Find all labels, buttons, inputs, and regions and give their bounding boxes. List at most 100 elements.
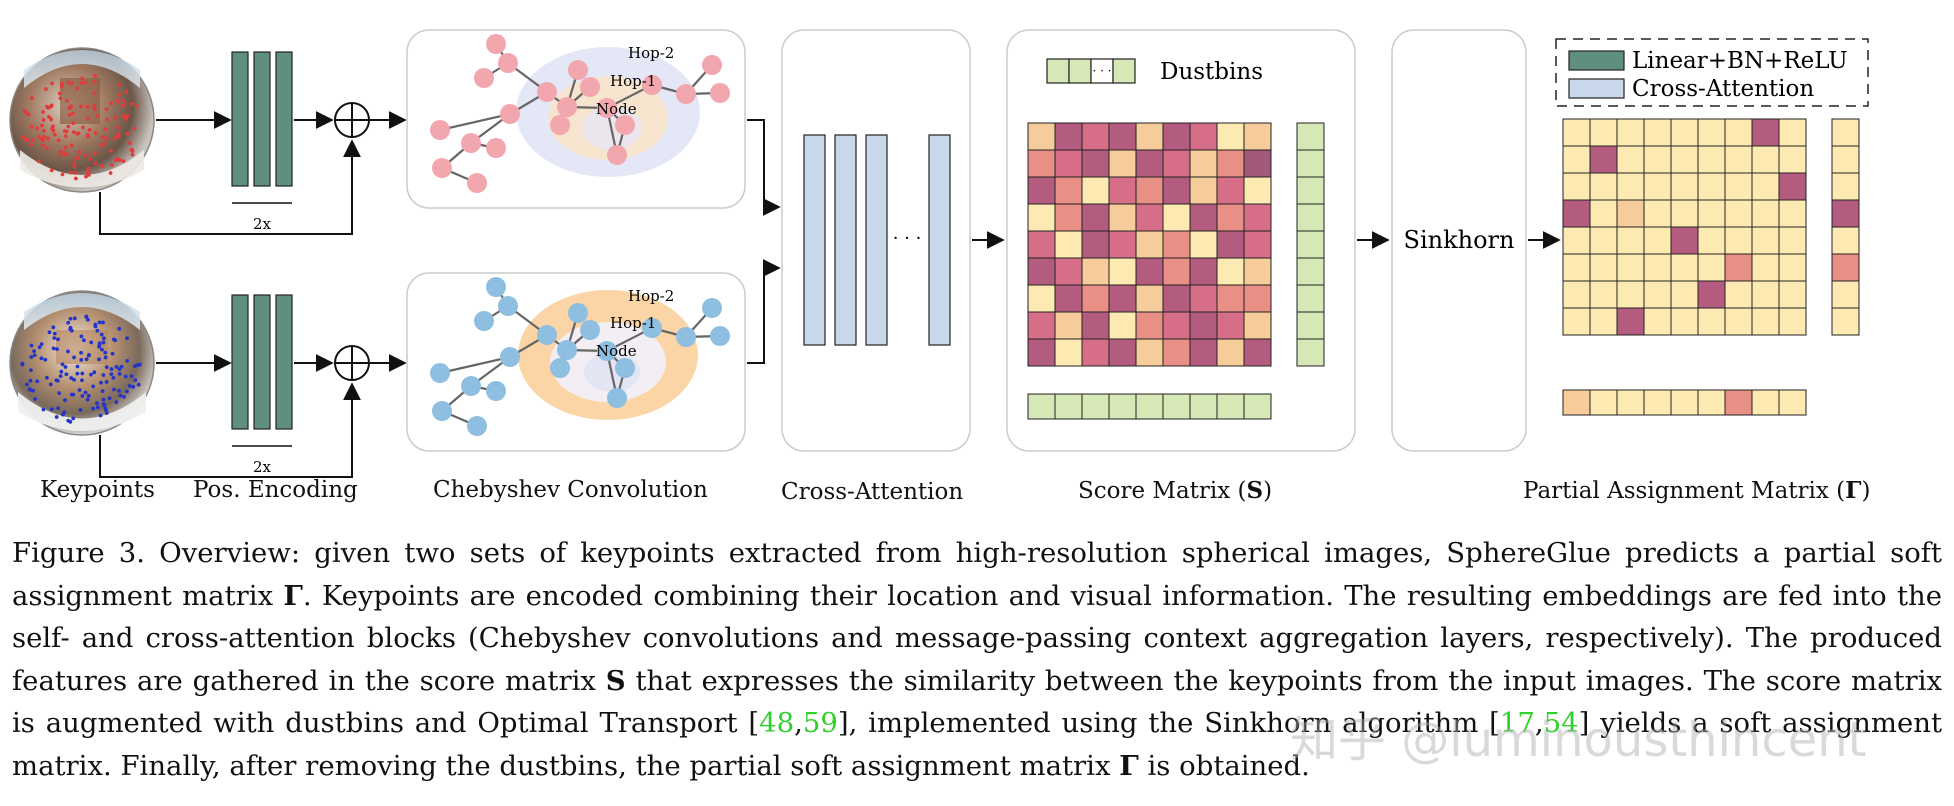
keypoint-dot [121, 103, 126, 108]
assignment-cell [1562, 199, 1591, 228]
keypoint-dot [125, 389, 129, 394]
score-dustbin-cell [1296, 257, 1325, 286]
watermark: 知乎 @luminousthincent [1290, 712, 1867, 768]
keypoint-dot [43, 357, 48, 362]
keypoint-dot [30, 96, 34, 100]
keypoint-dot [79, 334, 84, 339]
hop1-label-bottom: Hop-1 [610, 314, 656, 332]
keypoint-dot [101, 373, 106, 378]
assignment-dustbin-cell [1616, 389, 1645, 416]
label-chebyshev: Chebyshev Convolution [433, 477, 708, 503]
score-cell [1216, 176, 1245, 205]
score-cell [1189, 311, 1218, 340]
keypoint-dot [37, 345, 42, 350]
keypoint-dot [40, 123, 44, 128]
keypoint-dot [27, 387, 32, 392]
keypoint-dot [49, 104, 54, 109]
keypoint-dot [67, 112, 72, 117]
keypoint-dot [40, 138, 45, 143]
keypoint-dot [51, 346, 56, 351]
score-dustbin-cell [1296, 122, 1325, 151]
score-cell [1216, 230, 1245, 259]
score-cell [1189, 230, 1218, 259]
score-cell [1081, 203, 1110, 232]
keypoint-dot [64, 372, 69, 377]
score-dustbin-cell [1296, 230, 1325, 259]
assignment-cell [1751, 226, 1780, 255]
score-cell [1216, 284, 1245, 313]
keypoint-dot [29, 368, 33, 373]
keypoint-dot [75, 131, 80, 136]
assignment-cell [1751, 307, 1780, 336]
keypoint-dot [85, 104, 90, 109]
citation-54[interactable]: 54 [1543, 707, 1579, 739]
keypoint-dot [57, 391, 62, 396]
keypoint-dot [20, 362, 25, 367]
assignment-cell [1670, 280, 1699, 309]
keypoint-dot [92, 91, 97, 96]
score-cell [1243, 311, 1272, 340]
keypoint-dot [77, 388, 82, 392]
keypoint-dot [49, 407, 54, 412]
keypoint-dot [110, 351, 115, 356]
keypoint-dot [114, 134, 119, 139]
keypoint-dot [124, 89, 129, 94]
keypoint-dot [91, 384, 96, 389]
assignment-dustbin-column [1831, 118, 1860, 336]
legend-swatch-linear [1568, 50, 1625, 71]
keypoint-dot [41, 128, 46, 133]
keypoint-dot [129, 147, 134, 152]
keypoint-dot [125, 336, 129, 341]
assignment-cell [1778, 118, 1807, 147]
keypoint-dot [86, 393, 91, 398]
assignment-matrix [1562, 118, 1807, 336]
assignment-cell [1670, 118, 1699, 147]
score-dustbin-cell [1296, 176, 1325, 205]
keypoint-dot [72, 316, 77, 321]
keypoint-dot [92, 106, 97, 111]
citation-17[interactable]: 17 [1499, 707, 1535, 739]
keypoint-dot [48, 382, 53, 387]
assignment-cell [1724, 199, 1753, 228]
keypoint-dot [56, 337, 60, 342]
keypoint-dot [54, 415, 59, 419]
score-cell [1135, 203, 1164, 232]
keypoint-dot [39, 356, 44, 361]
graph-node [486, 34, 506, 54]
keypoint-dot [86, 166, 90, 171]
assignment-cell [1643, 118, 1672, 147]
keypoint-dot [103, 136, 108, 141]
assignment-cell [1751, 280, 1780, 309]
cross-attention-blocks [803, 134, 951, 346]
citation-48[interactable]: 48 [759, 707, 795, 739]
keypoint-dot [59, 84, 64, 89]
score-dustbin-cell [1081, 393, 1110, 420]
score-cell [1243, 284, 1272, 313]
score-cell [1108, 203, 1137, 232]
sum-node-top [334, 102, 370, 138]
score-cell [1054, 257, 1083, 286]
score-cell [1081, 338, 1110, 367]
overview-figure: 2x 2x Hop-2 Hop-1 Node Hop-2 Hop-1 Node [9, 29, 1870, 505]
score-dustbin-cell [1216, 393, 1245, 420]
keypoint-dot [85, 170, 90, 175]
graph-bottom [430, 277, 730, 436]
keypoint-dot [72, 377, 76, 382]
citation-59[interactable]: 59 [802, 707, 838, 739]
graph-node [607, 145, 627, 165]
keypoint-dot [73, 176, 78, 181]
score-cell [1216, 311, 1245, 340]
figure-canvas: 2x 2x Hop-2 Hop-1 Node Hop-2 Hop-1 Node [9, 29, 1869, 478]
assignment-cell [1670, 307, 1699, 336]
legend-swatch-attention [1568, 78, 1625, 99]
score-cell [1027, 338, 1056, 367]
keypoint-dot [124, 117, 128, 122]
keypoint-dot [80, 76, 85, 81]
keypoint-dot [95, 328, 100, 333]
graph-node [486, 277, 506, 297]
assignment-cell [1643, 226, 1672, 255]
keypoint-dot [47, 330, 52, 335]
assignment-cell [1643, 307, 1672, 336]
score-dustbin-row [1027, 393, 1272, 420]
assignment-cell [1616, 118, 1645, 147]
